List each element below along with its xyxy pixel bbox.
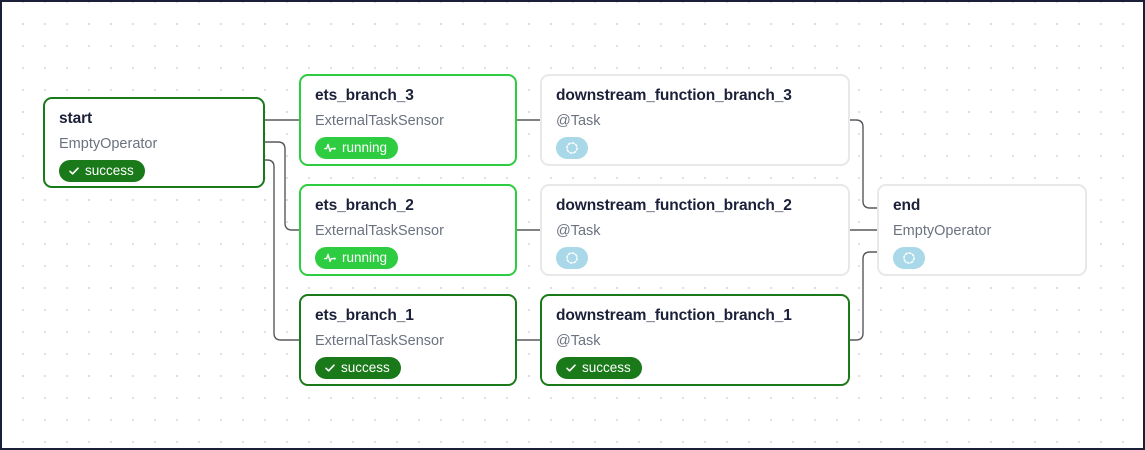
status-badge[interactable]	[893, 246, 925, 269]
check-icon	[68, 165, 80, 177]
status-badge-label: running	[342, 250, 388, 266]
task-node-operator-type: EmptyOperator	[59, 135, 158, 152]
status-badge-label: success	[85, 163, 134, 179]
task-node-operator-type: ExternalTaskSensor	[315, 222, 444, 239]
task-node-title: downstream_function_branch_3	[556, 87, 792, 104]
task-node-operator-type: @Task	[556, 112, 601, 129]
status-badge[interactable]: running	[315, 136, 399, 159]
dashed-circle-icon	[565, 251, 579, 265]
task-node-title: downstream_function_branch_2	[556, 197, 792, 214]
dashed-circle-icon	[565, 141, 579, 155]
status-badge-label: success	[582, 360, 631, 376]
status-badge[interactable]: success	[59, 159, 145, 182]
task-node-operator-type: @Task	[556, 222, 601, 239]
task-node-title: downstream_function_branch_1	[556, 307, 792, 324]
edge-start-to-ets_branch_1	[265, 159, 299, 341]
edge-start-to-ets_branch_2	[265, 141, 299, 231]
task-node-downstream_function_branch_2[interactable]: downstream_function_branch_2 @Task	[540, 184, 850, 276]
task-node-downstream_function_branch_3[interactable]: downstream_function_branch_3 @Task	[540, 74, 850, 166]
task-node-title: ets_branch_2	[315, 197, 414, 214]
task-node-downstream_function_branch_1[interactable]: downstream_function_branch_1 @Task success	[540, 294, 850, 386]
status-badge[interactable]: running	[315, 246, 399, 269]
status-badge[interactable]: success	[315, 356, 401, 379]
pulse-icon	[324, 252, 337, 264]
task-node-operator-type: ExternalTaskSensor	[315, 112, 444, 129]
status-badge[interactable]	[556, 246, 588, 269]
dashed-circle-icon	[902, 251, 916, 265]
task-node-operator-type: ExternalTaskSensor	[315, 332, 444, 349]
check-icon	[565, 362, 577, 374]
task-node-title: ets_branch_1	[315, 307, 414, 324]
check-icon	[324, 362, 336, 374]
task-node-title: start	[59, 110, 93, 127]
task-node-title: ets_branch_3	[315, 87, 414, 104]
task-node-title: end	[893, 197, 921, 214]
pulse-icon	[324, 142, 337, 154]
task-node-operator-type: @Task	[556, 332, 601, 349]
status-badge-label: success	[341, 360, 390, 376]
edge-downstream_function_branch_3-to-end	[850, 119, 877, 209]
status-badge[interactable]: success	[556, 356, 642, 379]
edge-downstream_function_branch_1-to-end	[850, 251, 877, 341]
task-node-operator-type: EmptyOperator	[893, 222, 992, 239]
status-badge[interactable]	[556, 136, 588, 159]
status-badge-label: running	[342, 140, 388, 156]
